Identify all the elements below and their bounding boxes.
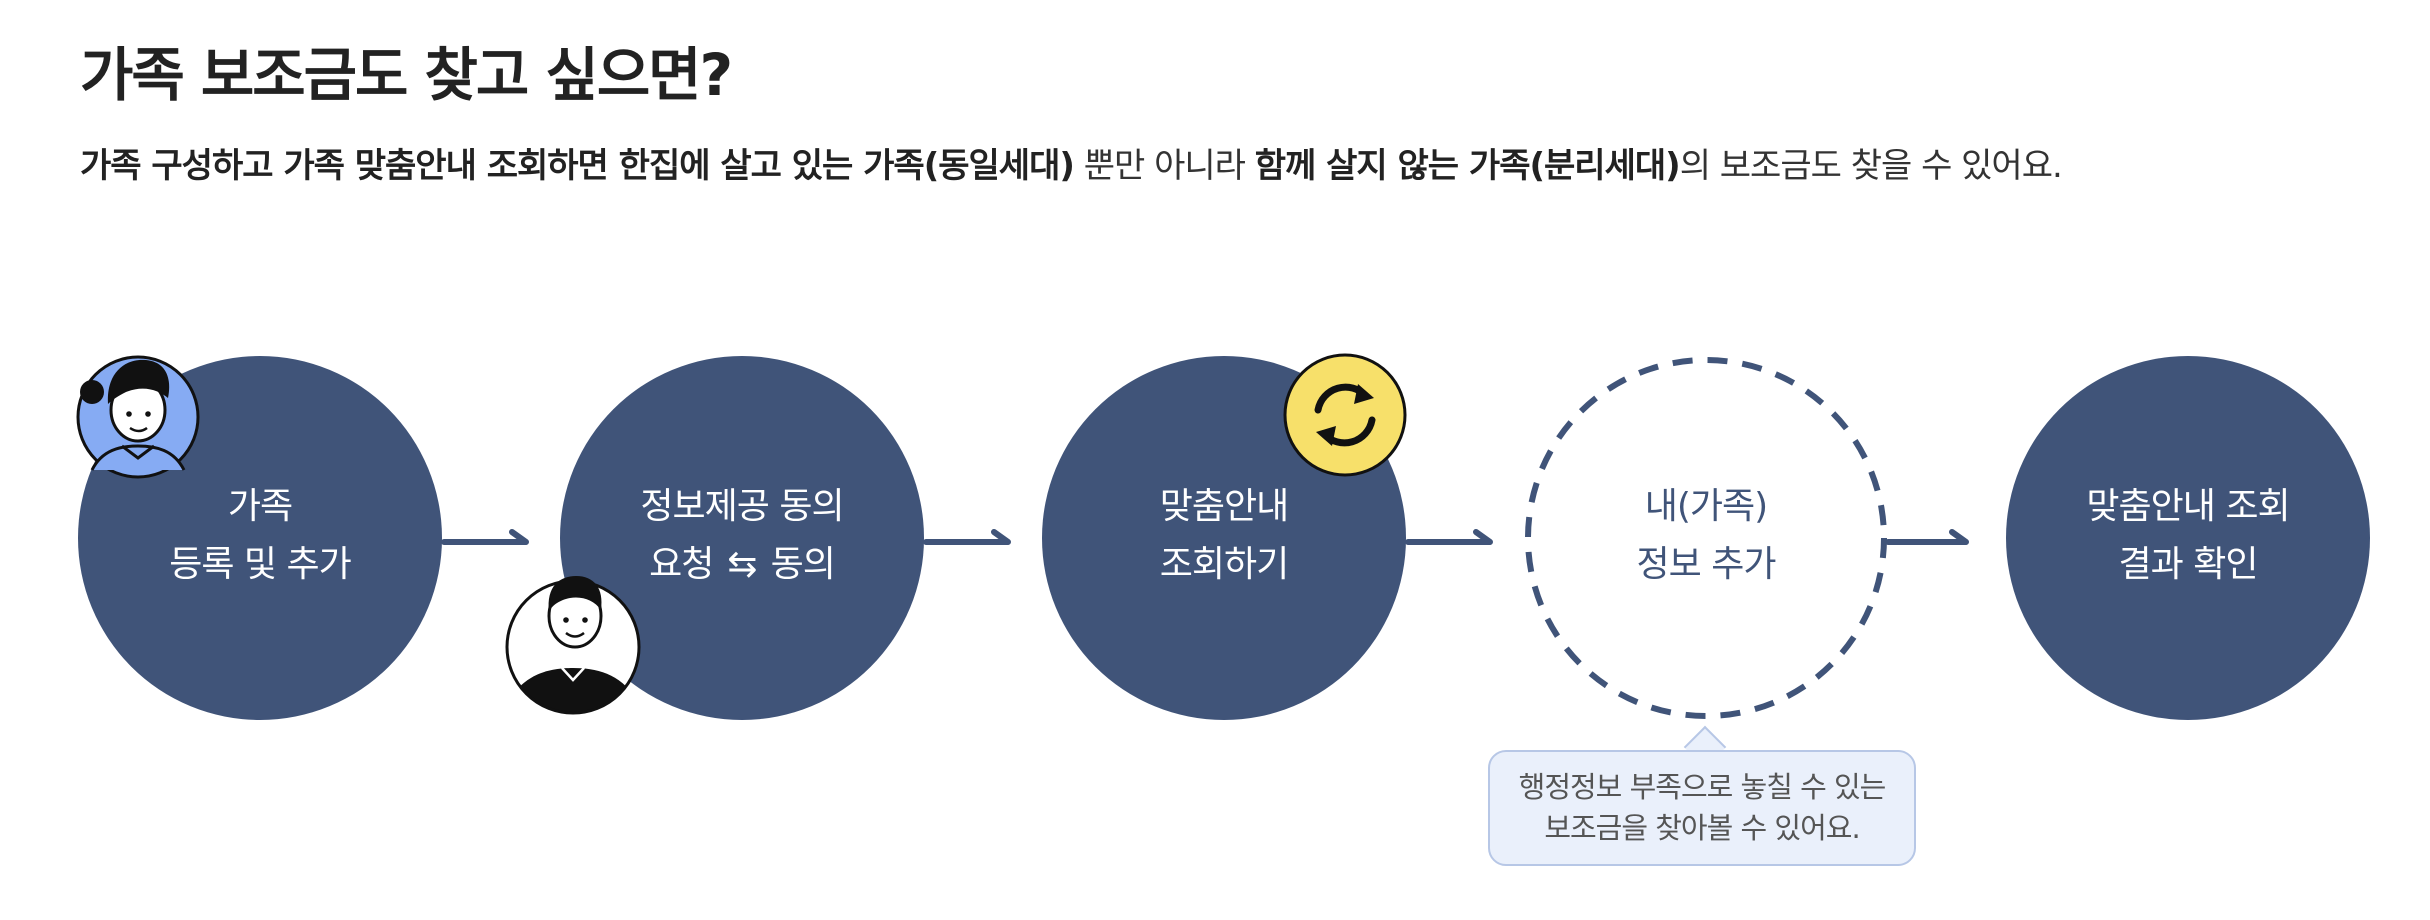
step-5-circle [2006,356,2370,720]
subtitle-bold-1: 가족 구성하고 가족 맞춤안내 조회하면 한집에 살고 있는 가족(동일세대) [80,146,1075,186]
step-2-line2: 요청 ⇆ 동의 [649,544,835,585]
refresh-icon [1283,353,1407,477]
step-1-line1: 가족 [228,486,292,527]
step-4-line1: 내(가족) [1645,486,1767,527]
subtitle-bold-3: 함께 살지 않는 가족(분리세대) [1254,146,1681,186]
step-5-line1: 맞춤안내 조회 [2086,486,2289,527]
step-2-line1: 정보제공 동의 [640,486,843,527]
arrow-right-icon [923,529,1011,545]
arrow-right-icon [1885,529,1969,545]
woman-avatar-icon [76,355,200,479]
step-2-line2-consent: 동의 [771,544,835,585]
page-subtitle: 가족 구성하고 가족 맞춤안내 조회하면 한집에 살고 있는 가족(동일세대) … [80,138,2063,187]
step-4-dashed-circle [1525,357,1887,719]
step-4-line2: 정보 추가 [1637,544,1776,585]
info-callout: 행정정보 부족으로 놓칠 수 있는 보조금을 찾아볼 수 있어요. [1488,750,1916,866]
step-5: 맞춤안내 조회 결과 확인 [2006,356,2370,720]
step-3-line2: 조회하기 [1160,544,1288,585]
step-1-line2: 등록 및 추가 [169,544,351,585]
step-5-line2: 결과 확인 [2119,544,2258,585]
step-2: 정보제공 동의 요청 ⇆ 동의 [560,356,924,720]
arrow-right-icon [441,529,529,545]
step-2-line2-request: 요청 [649,544,713,585]
callout-line2: 보조금을 찾아볼 수 있어요. [1544,811,1860,845]
step-3-line1: 맞춤안내 [1160,486,1288,527]
swap-arrows-icon: ⇆ [727,544,756,585]
callout-line1: 행정정보 부족으로 놓칠 수 있는 [1518,770,1887,804]
arrow-right-icon [1405,529,1493,545]
step-4: 내(가족) 정보 추가 [1525,357,1887,719]
page-title: 가족 보조금도 찾고 싶으면? [80,41,733,109]
subtitle-text-2: 뿐만 아니라 [1073,146,1255,186]
step-2-circle [560,356,924,720]
subtitle-text-4: 의 보조금도 찾을 수 있어요. [1679,146,2063,186]
